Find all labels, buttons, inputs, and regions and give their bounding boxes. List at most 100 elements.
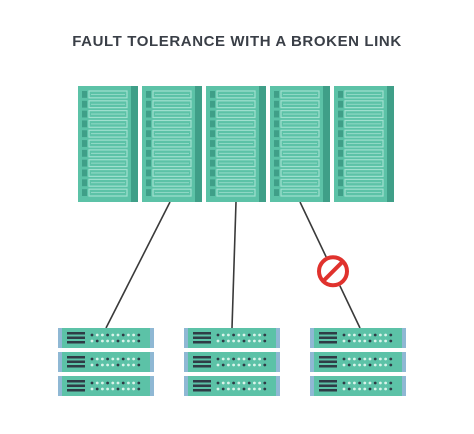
rack-unit-handle: [146, 100, 151, 108]
server-led: [347, 381, 351, 385]
rack-unit-slot: [344, 178, 384, 187]
rack-unit-handle: [146, 159, 151, 167]
rack-unit-handle: [274, 159, 279, 167]
rack-unit-handle: [338, 100, 343, 108]
server-led: [90, 333, 94, 337]
rack-side: [195, 86, 202, 202]
server-led: [232, 363, 236, 367]
server-led: [111, 381, 115, 385]
server-led: [221, 333, 225, 337]
server-ear-right: [276, 328, 280, 348]
server-bay: [67, 360, 85, 363]
server-led: [106, 333, 109, 337]
rack-unit-slot: [88, 129, 128, 138]
server-led: [221, 339, 225, 343]
server-bay: [319, 332, 337, 335]
rack-unit-slot: [88, 168, 128, 177]
rack-unit-slot: [88, 159, 128, 168]
rack-unit-slot: [280, 168, 320, 177]
server-led: [242, 339, 246, 343]
server-ear-right: [402, 352, 406, 372]
server-led: [247, 381, 251, 385]
server-led: [347, 363, 351, 367]
server-led: [221, 357, 225, 361]
rackmount-server-icon: [184, 328, 280, 396]
server-bay: [67, 356, 85, 359]
server-led: [121, 357, 125, 361]
rack-unit-slot: [216, 119, 256, 128]
server-bay: [67, 389, 85, 392]
server-led: [258, 333, 261, 337]
server-led: [216, 387, 220, 391]
server-led: [258, 357, 261, 361]
prohibited-slash: [321, 259, 345, 283]
server-led: [237, 333, 241, 337]
rack-side: [131, 86, 138, 202]
server-bay: [319, 356, 337, 359]
server-led: [368, 333, 372, 337]
server-bay: [193, 380, 211, 383]
server-led: [227, 387, 230, 391]
rack-unit-slot: [216, 149, 256, 158]
rack-unit-handle: [146, 91, 151, 98]
rack-unit-slot: [280, 100, 320, 109]
server-led: [342, 381, 346, 385]
server-led: [137, 333, 141, 337]
server-led: [373, 381, 377, 385]
rack-unit-slot: [88, 139, 128, 148]
rack-unit-slot: [280, 110, 320, 119]
rack-unit-slot: [216, 178, 256, 187]
server-led: [253, 363, 256, 367]
server-led: [353, 333, 356, 337]
server-led: [95, 357, 99, 361]
server-led: [373, 363, 377, 367]
rack-unit-handle: [82, 149, 87, 157]
server-rack-icon: [206, 86, 266, 202]
server-rack-icon: [78, 86, 138, 202]
server-led: [227, 339, 230, 343]
rack-unit-slot: [152, 119, 192, 128]
server-led: [263, 333, 267, 337]
server-led: [137, 381, 141, 385]
rack-unit-slot: [280, 178, 320, 187]
rack-unit-slot: [344, 159, 384, 168]
rack-unit-slot: [280, 149, 320, 158]
server-bay: [193, 389, 211, 392]
server-led: [106, 357, 109, 361]
server-led: [368, 363, 372, 367]
server-led: [389, 339, 393, 343]
rack-unit-handle: [82, 130, 87, 138]
rack-unit-slot: [344, 168, 384, 177]
server-led: [347, 387, 351, 391]
server-led: [90, 339, 94, 343]
server-ear-left: [58, 352, 62, 372]
server-led: [384, 363, 387, 367]
rack-unit-slot: [344, 139, 384, 148]
server-bay: [193, 365, 211, 368]
rack-unit-handle: [274, 149, 279, 157]
rack-unit-slot: [88, 90, 128, 99]
server-led: [126, 381, 130, 385]
rack-unit-handle: [82, 120, 87, 128]
server-led: [358, 357, 361, 361]
rack-unit-slot: [344, 149, 384, 158]
server-led: [373, 357, 377, 361]
rack-unit-handle: [338, 179, 343, 187]
diagram-title: FAULT TOLERANCE WITH A BROKEN LINK: [72, 33, 402, 50]
server-bay: [319, 380, 337, 383]
rack-unit-slot: [216, 100, 256, 109]
server-led: [363, 333, 367, 337]
server-led: [132, 339, 136, 343]
rack-unit-handle: [82, 159, 87, 167]
server-led: [363, 339, 367, 343]
rack-unit-slot: [88, 100, 128, 109]
server-led: [95, 339, 99, 343]
rack-unit-handle: [146, 189, 151, 196]
server-bay: [193, 336, 211, 339]
rack-unit-handle: [338, 140, 343, 147]
server-led: [384, 381, 387, 385]
server-led: [126, 357, 130, 361]
server-led: [237, 387, 241, 391]
server-ear-left: [58, 376, 62, 396]
server-led: [258, 387, 261, 391]
